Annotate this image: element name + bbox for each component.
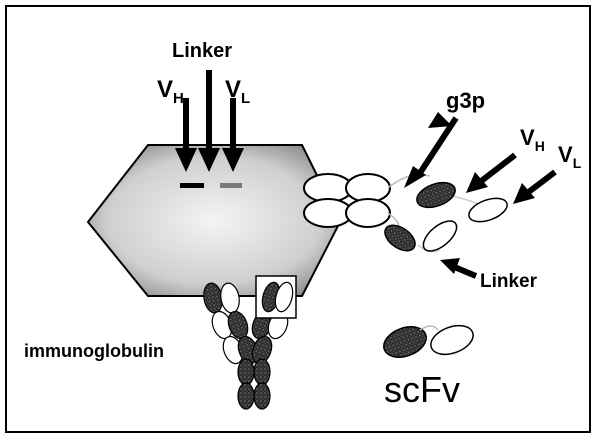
g3p-label: g3p xyxy=(446,88,485,113)
linker-label-right: Linker xyxy=(480,271,538,292)
g3p-arrow-zigzag xyxy=(428,112,452,128)
g3p-oval-upper-2 xyxy=(346,174,390,202)
vl-label-right: VL xyxy=(558,142,582,171)
tether-3 xyxy=(452,196,480,205)
scfv-label: scFv xyxy=(384,369,460,410)
linker-arrow-right-head xyxy=(440,258,460,274)
vl-gene-segment xyxy=(220,183,242,188)
phage-particle xyxy=(88,145,340,296)
immunoglobulin-label: immunoglobulin xyxy=(24,341,164,361)
vh-gene-segment xyxy=(180,183,204,188)
g3p-oval-lower xyxy=(304,199,352,227)
linker-label-top: Linker xyxy=(172,40,232,62)
g3p-oval-lower-2 xyxy=(346,199,390,227)
vh-arrow-right xyxy=(480,155,515,182)
g3p-oval-upper xyxy=(304,174,352,202)
vl-arrow-right xyxy=(526,172,555,194)
vl-label-top: VL xyxy=(225,76,250,107)
vh-domain-displayed xyxy=(413,178,458,212)
vl-domain-displayed xyxy=(466,194,510,226)
vh-label-right: VH xyxy=(520,125,545,154)
vh-domain-displayed-2 xyxy=(380,220,419,256)
vh-label-top: VH xyxy=(157,76,184,107)
